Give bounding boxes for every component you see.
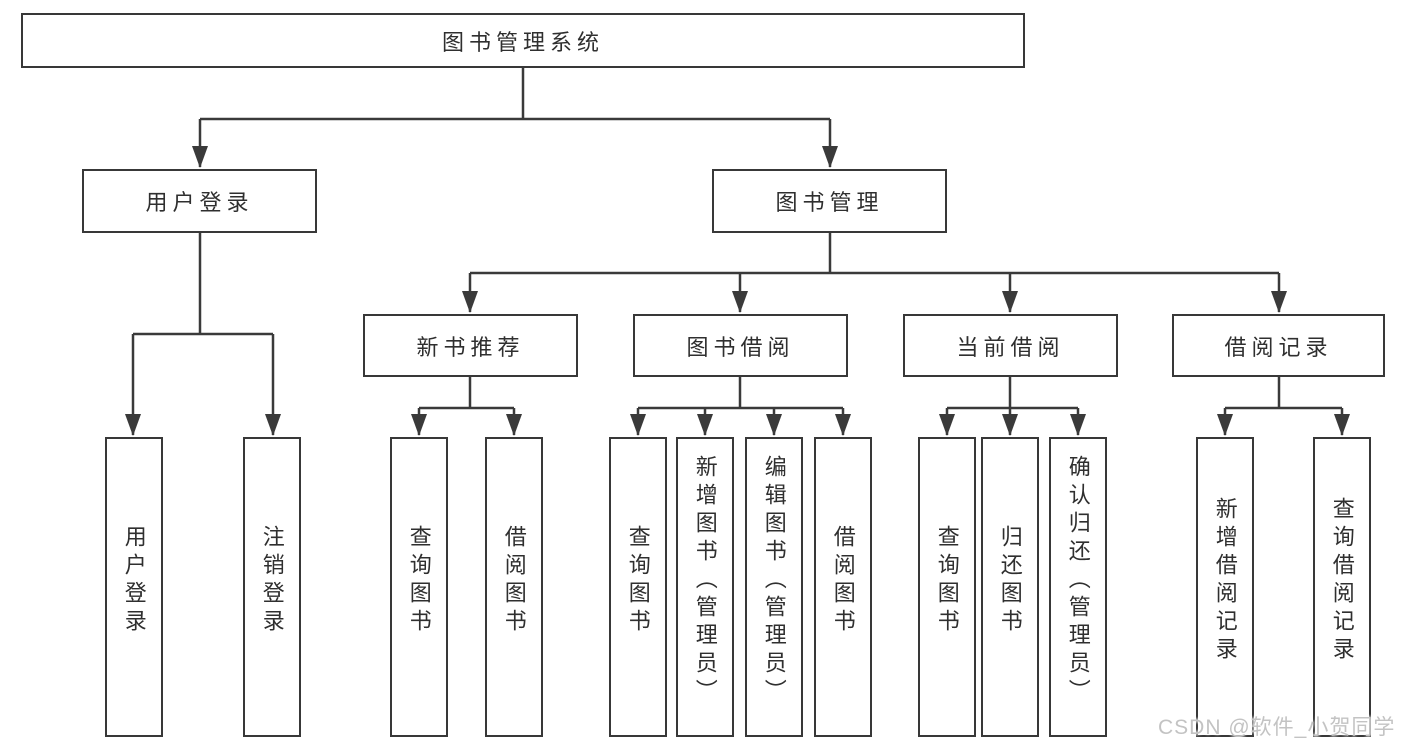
node-new-book-recommend: 新书推荐 [363,314,578,377]
node-root: 图书管理系统 [21,13,1025,68]
leaf-query-book-borrow: 查询图书 [609,437,667,737]
leaf-confirm-return-admin: 确认归还（管理员） [1049,437,1107,737]
node-book-management: 图书管理 [712,169,947,233]
leaf-query-borrow-record-label: 查询借阅记录 [1329,497,1355,665]
leaf-logout-label: 注销登录 [259,525,285,637]
node-borrow-records-label: 借阅记录 [1224,334,1333,360]
leaf-edit-book-admin-label: 编辑图书（管理员） [761,455,787,707]
connector-rails [133,68,1342,410]
leaf-borrow-book-recommend-label: 借阅图书 [501,525,527,637]
node-new-book-recommend-label: 新书推荐 [416,334,525,360]
csdn-watermark: CSDN @软件_小贺同学 [1158,716,1396,739]
connector-rails-path [133,68,1342,410]
node-book-borrow-label: 图书借阅 [686,334,795,360]
leaf-add-borrow-record: 新增借阅记录 [1196,437,1254,737]
leaf-borrow-book-recommend: 借阅图书 [485,437,543,737]
node-current-borrow-label: 当前借阅 [956,334,1065,360]
leaf-borrow-book-label: 借阅图书 [830,525,856,637]
connector-arrows [125,119,1350,436]
leaf-add-borrow-record-label: 新增借阅记录 [1212,497,1238,665]
leaf-add-book-admin: 新增图书（管理员） [676,437,734,737]
node-root-label: 图书管理系统 [441,29,604,55]
leaf-user-login-label: 用户登录 [121,525,147,637]
leaf-borrow-book: 借阅图书 [814,437,872,737]
leaf-query-book-recommend-label: 查询图书 [406,525,432,637]
leaf-return-book-label: 归还图书 [997,525,1023,637]
leaf-query-book-borrow-label: 查询图书 [625,525,651,637]
leaf-query-borrow-record: 查询借阅记录 [1313,437,1371,737]
node-borrow-records: 借阅记录 [1172,314,1385,377]
leaf-query-book-current-label: 查询图书 [934,525,960,637]
leaf-query-book-recommend: 查询图书 [390,437,448,737]
leaf-logout: 注销登录 [243,437,301,737]
leaf-confirm-return-admin-label: 确认归还（管理员） [1065,455,1091,707]
node-user-login: 用户登录 [82,169,317,233]
leaf-add-book-admin-label: 新增图书（管理员） [692,455,718,707]
node-current-borrow: 当前借阅 [903,314,1118,377]
leaf-query-book-current: 查询图书 [918,437,976,737]
leaf-user-login: 用户登录 [105,437,163,737]
leaf-edit-book-admin: 编辑图书（管理员） [745,437,803,737]
leaf-return-book: 归还图书 [981,437,1039,737]
node-book-management-label: 图书管理 [775,190,884,215]
node-book-borrow: 图书借阅 [633,314,848,377]
node-user-login-label: 用户登录 [145,190,254,215]
